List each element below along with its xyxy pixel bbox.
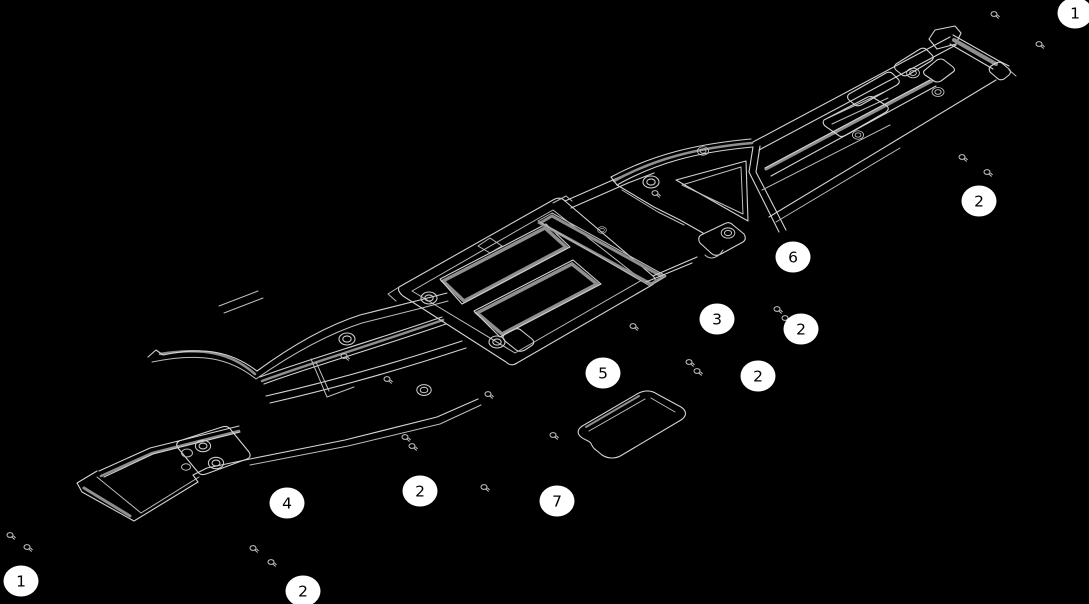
bolt-icon	[480, 484, 491, 492]
bolt-icon	[685, 359, 696, 367]
callout-number: 1	[1070, 5, 1080, 23]
callout-bubble[interactable]	[402, 475, 438, 507]
wireframe-center-plate	[387, 195, 667, 366]
wireframe-left-arm	[147, 290, 467, 404]
wireframe-right-arm	[610, 138, 787, 234]
callout-bubble[interactable]	[740, 360, 776, 392]
callout-number: 2	[415, 483, 425, 501]
bolt-icon	[249, 545, 260, 553]
callout-2[interactable]: 2	[285, 575, 321, 604]
callout-number: 2	[796, 321, 806, 339]
bolt-icon	[773, 306, 784, 314]
callout-layer: 1 2 6 3 2 2 5 4 2 7 2 1	[3, 0, 1089, 604]
callout-number: 4	[282, 495, 292, 513]
callout-3[interactable]: 3	[699, 303, 735, 335]
bolt-icon	[401, 434, 412, 442]
wireframe-right-end	[928, 25, 1017, 81]
callout-6[interactable]: 6	[775, 241, 811, 273]
callout-bubble[interactable]	[269, 487, 305, 519]
callout-bubble[interactable]	[783, 313, 819, 345]
callout-bubble[interactable]	[775, 241, 811, 273]
callout-number: 2	[298, 583, 308, 601]
callout-2[interactable]: 2	[740, 360, 776, 392]
callout-2[interactable]: 2	[961, 185, 997, 217]
bolt-icon	[549, 432, 560, 440]
callout-1[interactable]: 1	[3, 565, 39, 597]
bolt-icon	[693, 368, 704, 376]
bolt-icon	[23, 544, 34, 552]
callout-1[interactable]: 1	[1057, 0, 1089, 29]
callout-bubble[interactable]	[585, 357, 621, 389]
callout-bubble[interactable]	[539, 485, 575, 517]
callout-2[interactable]: 2	[402, 475, 438, 507]
wireframe-left-wing	[98, 398, 482, 478]
bolt-icon	[958, 154, 969, 162]
bolt-icon	[651, 190, 662, 198]
bolt-icon	[383, 376, 394, 384]
wireframe-small-plate	[577, 390, 687, 459]
callout-bubble[interactable]	[961, 185, 997, 217]
callout-4[interactable]: 4	[269, 487, 305, 519]
callout-2[interactable]: 2	[783, 313, 819, 345]
callout-bubble[interactable]	[1057, 0, 1089, 29]
wireframe-right-rails	[752, 36, 997, 223]
callout-number: 3	[712, 311, 722, 329]
bolt-icon	[1035, 41, 1046, 49]
callout-7[interactable]: 7	[539, 485, 575, 517]
callout-5[interactable]: 5	[585, 357, 621, 389]
callout-number: 2	[753, 368, 763, 386]
callout-number: 5	[598, 365, 608, 383]
callout-number: 6	[788, 249, 798, 267]
callout-bubble[interactable]	[699, 303, 735, 335]
bolt-icon	[267, 559, 278, 567]
wireframe-left-end	[76, 467, 208, 522]
bolt-icon	[408, 443, 419, 451]
callout-bubble[interactable]	[285, 575, 321, 604]
callout-number: 1	[16, 573, 26, 591]
callout-bubble[interactable]	[3, 565, 39, 597]
callout-number: 2	[974, 193, 984, 211]
bolt-icon	[990, 11, 1001, 19]
bolt-icon	[6, 532, 17, 540]
bolt-icon	[983, 169, 994, 177]
callout-number: 7	[552, 493, 562, 511]
bolt-icon	[484, 391, 495, 399]
bolt-icon	[629, 323, 640, 331]
